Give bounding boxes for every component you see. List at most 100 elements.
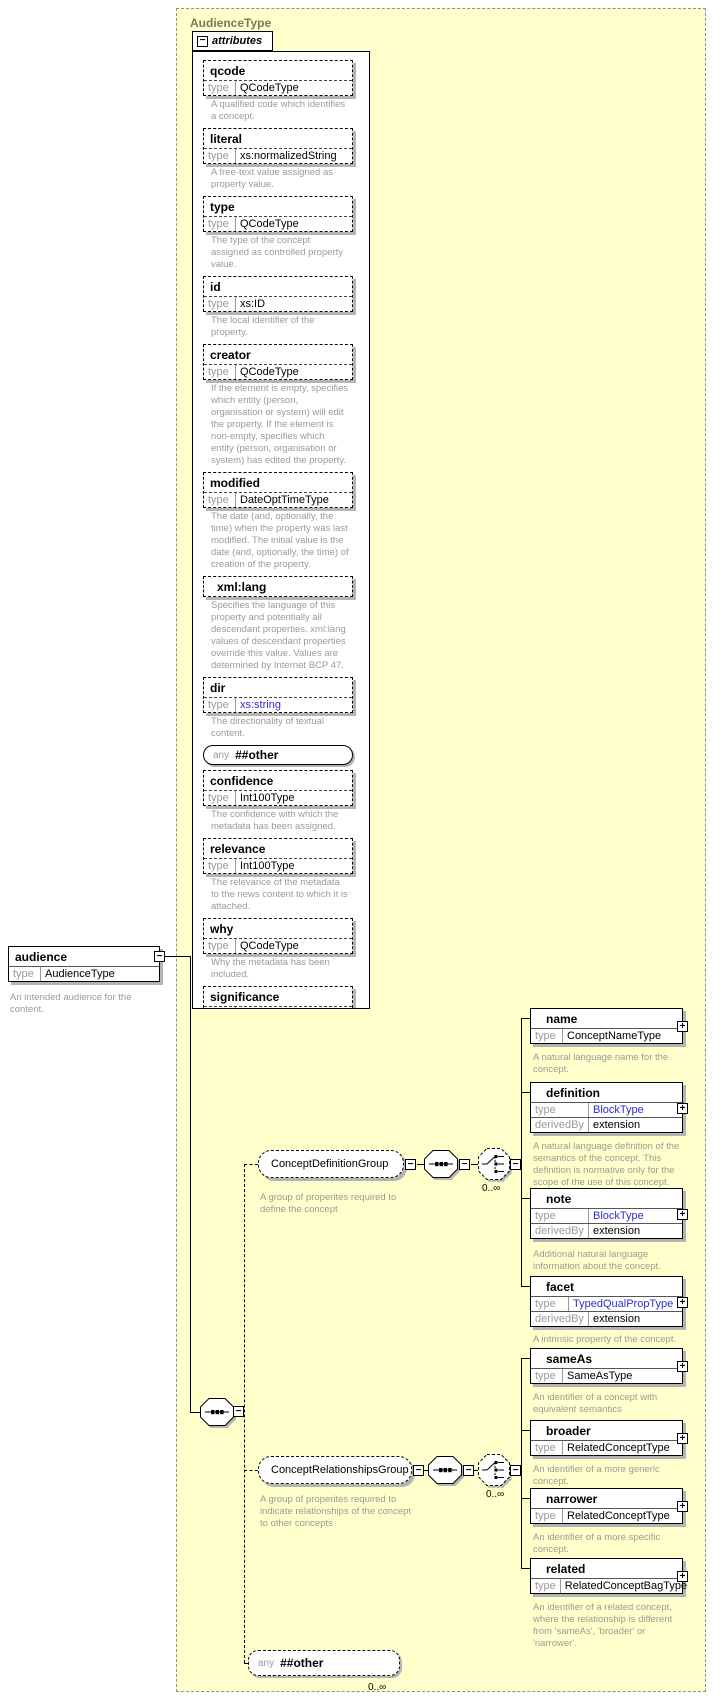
choice-icon[interactable] xyxy=(478,1454,510,1491)
connector-line-dashed xyxy=(244,1470,258,1471)
collapse-icon[interactable]: − xyxy=(413,1465,424,1476)
element-title: facet xyxy=(546,1280,575,1294)
connector-line xyxy=(521,1092,530,1093)
collapse-icon[interactable]: − xyxy=(154,951,165,962)
connector-line xyxy=(521,1018,522,1287)
collapse-icon[interactable]: − xyxy=(233,1406,244,1417)
annotation: An identifier of a more specific concept… xyxy=(533,1532,661,1555)
expand-icon[interactable]: + xyxy=(677,1103,688,1114)
sequence-icon[interactable] xyxy=(424,1150,458,1183)
connector-line xyxy=(521,1018,530,1019)
annotation: An intended audience for the content. xyxy=(10,992,132,1015)
type-label: type xyxy=(531,1579,561,1593)
type-value-link[interactable]: xs:string xyxy=(240,699,281,711)
type-label: type xyxy=(531,1441,563,1455)
attribute-significance[interactable]: significance typeInt1to9Type A qualifier… xyxy=(203,986,369,1008)
choice-icon[interactable] xyxy=(478,1148,510,1185)
collapse-icon[interactable]: − xyxy=(197,35,208,47)
connector-line xyxy=(190,1412,200,1413)
connector-line xyxy=(417,1164,424,1165)
connector-line xyxy=(521,1498,530,1499)
type-value: RelatedConceptBagType xyxy=(564,1580,688,1592)
collapse-icon[interactable]: − xyxy=(510,1159,521,1170)
annotation: A group of properites required to define… xyxy=(260,1192,397,1215)
connector-line xyxy=(521,1358,522,1569)
type-label: type xyxy=(204,859,236,873)
attribute-name: id xyxy=(210,280,221,294)
connector-line xyxy=(165,956,190,957)
annotation: An identifier of a concept with equivale… xyxy=(533,1392,658,1415)
collapse-icon[interactable]: − xyxy=(459,1159,470,1170)
annotation: A free-text value assigned as property v… xyxy=(211,167,333,190)
type-label: type xyxy=(204,81,236,95)
connector-line xyxy=(521,1198,530,1199)
attributes-tab[interactable]: − attributes xyxy=(192,31,274,51)
annotation: The date (and, optionally, the time) whe… xyxy=(211,511,349,570)
type-value: QCodeType xyxy=(240,940,299,952)
annotation: The relevance of the metadata to the new… xyxy=(211,877,348,912)
type-label: type xyxy=(204,791,236,805)
connector-line-dashed xyxy=(244,1164,245,1663)
type-value: ConceptNameType xyxy=(567,1030,662,1042)
element-title: broader xyxy=(546,1424,591,1438)
group-concept-relationships[interactable]: ConceptRelationshipsGroup xyxy=(258,1456,412,1484)
sequence-icon[interactable] xyxy=(200,1398,234,1431)
connector-line xyxy=(471,1164,478,1165)
any-element-wildcard[interactable]: any ##other xyxy=(248,1650,400,1676)
expand-icon[interactable]: + xyxy=(677,1501,688,1512)
connector-line xyxy=(521,1430,530,1431)
group-name: ConceptRelationshipsGroup xyxy=(271,1464,409,1476)
type-value-link[interactable]: TypedQualPropType xyxy=(573,1298,674,1310)
type-value: SameAsType xyxy=(567,1370,633,1382)
annotation: Additional natural language information … xyxy=(533,1249,661,1272)
annotation: An identifier of a more generic concept. xyxy=(533,1464,660,1487)
attribute-name: xml:lang xyxy=(217,580,267,594)
expand-icon[interactable]: + xyxy=(677,1209,688,1220)
type-value-link[interactable]: BlockType xyxy=(593,1104,644,1116)
collapse-icon[interactable]: − xyxy=(405,1159,416,1170)
annotation: The directionality of textual content. xyxy=(211,716,325,739)
any-attribute-wildcard[interactable]: any##other xyxy=(203,745,369,765)
sequence-icon[interactable] xyxy=(428,1456,462,1489)
derivedby-label: derivedBy xyxy=(531,1118,589,1132)
attribute-xml-lang[interactable]: xml:lang Specifies the language of this … xyxy=(203,576,369,672)
wildcard-name: ##other xyxy=(235,748,279,762)
group-concept-definition[interactable]: ConceptDefinitionGroup xyxy=(258,1150,404,1178)
expand-icon[interactable]: + xyxy=(677,1297,688,1308)
occurrence-label: 0..∞ xyxy=(486,1489,505,1500)
annotation: The local identifier of the property. xyxy=(211,315,315,338)
type-label: type xyxy=(531,1369,563,1383)
derivedby-label: derivedBy xyxy=(531,1224,589,1238)
expand-icon[interactable]: + xyxy=(677,1433,688,1444)
type-value: AudienceType xyxy=(45,968,115,980)
type-value-link[interactable]: BlockType xyxy=(593,1210,644,1222)
frame-title: AudienceType xyxy=(190,16,272,30)
annotation: A group of properites required to indica… xyxy=(260,1494,412,1529)
element-title: name xyxy=(546,1012,578,1026)
collapse-icon[interactable]: − xyxy=(510,1465,521,1476)
expand-icon[interactable]: + xyxy=(677,1361,688,1372)
type-value: xs:ID xyxy=(240,298,266,310)
expand-icon[interactable]: + xyxy=(677,1021,688,1032)
collapse-icon[interactable]: − xyxy=(463,1465,474,1476)
expand-icon[interactable]: + xyxy=(677,1571,688,1582)
